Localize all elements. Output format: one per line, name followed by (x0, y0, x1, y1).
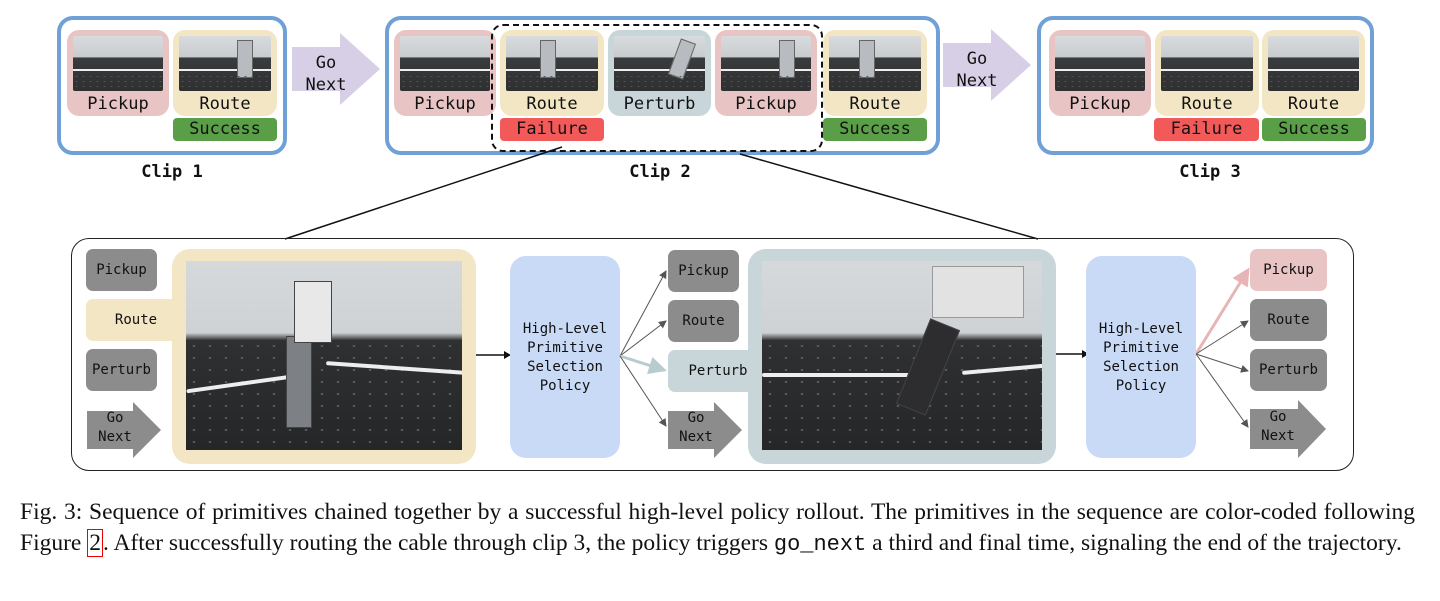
clip-thumbnail (400, 36, 490, 91)
high-level-policy-block-2: High-Level Primitive Selection Policy (1086, 256, 1196, 458)
clip-2-step-pickup-2: Pickup (715, 30, 817, 116)
perturb-observation-image (762, 261, 1042, 450)
clip-thumbnail (1161, 36, 1253, 91)
go-next-arrow-icon (292, 33, 380, 105)
figure-reference-link[interactable]: 2 (87, 529, 103, 557)
go-next-arrow-icon (943, 29, 1031, 101)
go-next-line2: Next (98, 429, 132, 445)
clip-2-step-perturb: Perturb (608, 30, 711, 116)
stage2-go-next-arrow-icon (668, 402, 742, 458)
go-next-line1: Go (687, 410, 705, 426)
clip-thumbnail (1268, 36, 1359, 91)
perturb-observation-frame (748, 249, 1056, 464)
go-next-line2: Next (679, 429, 713, 445)
arrow-to-policy-1-icon (476, 351, 511, 359)
clip-2-step-route-1: Route (500, 30, 604, 116)
stage3-primitive-perturb: Perturb (1250, 349, 1327, 391)
clip-3-step-route-2: Route (1262, 30, 1365, 116)
step-label: Pickup (735, 94, 797, 114)
route-observation-image (186, 261, 462, 450)
clip-2-failure-badge: Failure (500, 118, 604, 141)
step-label: Route (199, 94, 251, 114)
clip-1-title: Clip 1 (141, 162, 203, 182)
high-level-policy-block-1: High-Level Primitive Selection Policy (510, 256, 620, 458)
clip-thumbnail (721, 36, 811, 91)
clip-thumbnail (179, 36, 271, 91)
policy-label-line: Selection (527, 359, 603, 375)
clip-1-success-badge: Success (173, 118, 277, 141)
stage3-go-next-label: Go Next (1250, 408, 1306, 446)
stage2-go-next-label: Go Next (668, 409, 724, 447)
caption-text: a third and final time, signaling the en… (866, 530, 1402, 556)
clip-3-success-badge: Success (1262, 118, 1366, 141)
clip-2-step-route-2: Route (823, 30, 927, 116)
clip-2-title: Clip 2 (629, 162, 691, 182)
arrow-to-policy-2-icon (1056, 350, 1089, 358)
step-label: Pickup (414, 94, 476, 114)
go-next-line1: Go (966, 49, 988, 69)
highlight-dashed-box (491, 24, 823, 152)
step-label: Perturb (623, 94, 696, 114)
clip-thumbnail (1055, 36, 1145, 91)
stage3-primitive-route: Route (1250, 299, 1327, 341)
step-label: Route (849, 94, 901, 114)
go-next-label: Go Next (947, 48, 1007, 92)
stage1-primitive-route-selected: Route (86, 299, 186, 341)
detail-panel (71, 238, 1354, 471)
policy-label-line: Selection (1103, 359, 1179, 375)
policy-label-line: Policy (539, 378, 591, 394)
stage1-go-next-arrow-icon (87, 402, 161, 458)
stage3-go-next-arrow-icon (1250, 400, 1326, 458)
step-label: Route (1181, 94, 1233, 114)
clip-2-step-pickup-1: Pickup (394, 30, 496, 116)
clip-3-failure-badge: Failure (1154, 118, 1259, 141)
clip-2-success-badge: Success (823, 118, 927, 141)
clip-1-step-route: Route (173, 30, 277, 116)
stage1-go-next-label: Go Next (87, 409, 143, 447)
clip-thumbnail (73, 36, 163, 91)
clip-thumbnail (614, 36, 705, 91)
go-next-line1: Go (1269, 409, 1287, 425)
step-label: Pickup (87, 94, 149, 114)
policy-label-line: Primitive (1103, 340, 1179, 356)
step-label: Route (526, 94, 578, 114)
policy-label-line: Primitive (527, 340, 603, 356)
stage3-primitive-pickup-selected: Pickup (1250, 249, 1327, 291)
route-observation-frame (172, 249, 476, 464)
policy-label-line: High-Level (522, 321, 608, 337)
stage2-primitive-route: Route (668, 300, 739, 342)
caption-text: Fig. 3: Sequence of primitives chained t… (20, 499, 1415, 556)
clip-thumbnail (506, 36, 598, 91)
go-next-line1: Go (106, 410, 124, 426)
figure-caption: Fig. 3: Sequence of primitives chained t… (20, 497, 1415, 560)
go-next-line2: Next (305, 75, 347, 95)
clip-3-title: Clip 3 (1179, 162, 1241, 182)
caption-text: . After successfully routing the cable t… (102, 530, 774, 556)
stage1-primitive-pickup: Pickup (86, 249, 157, 291)
policy-label-line: Policy (1115, 378, 1167, 394)
clip-thumbnail (829, 36, 921, 91)
clip-3-step-pickup: Pickup (1049, 30, 1151, 116)
stage1-primitive-perturb: Perturb (86, 349, 157, 391)
go-next-line1: Go (315, 53, 337, 73)
go-next-line2: Next (956, 71, 998, 91)
policy-label-line: High-Level (1098, 321, 1184, 337)
step-label: Route (1287, 94, 1340, 114)
step-label: Pickup (1069, 94, 1131, 114)
clip-1-step-pickup: Pickup (67, 30, 169, 116)
clip-3-step-route-1: Route (1155, 30, 1259, 116)
go-next-label: Go Next (296, 52, 356, 96)
stage2-primitive-pickup: Pickup (668, 250, 739, 292)
caption-code: go_next (773, 532, 867, 557)
go-next-line2: Next (1261, 428, 1295, 444)
